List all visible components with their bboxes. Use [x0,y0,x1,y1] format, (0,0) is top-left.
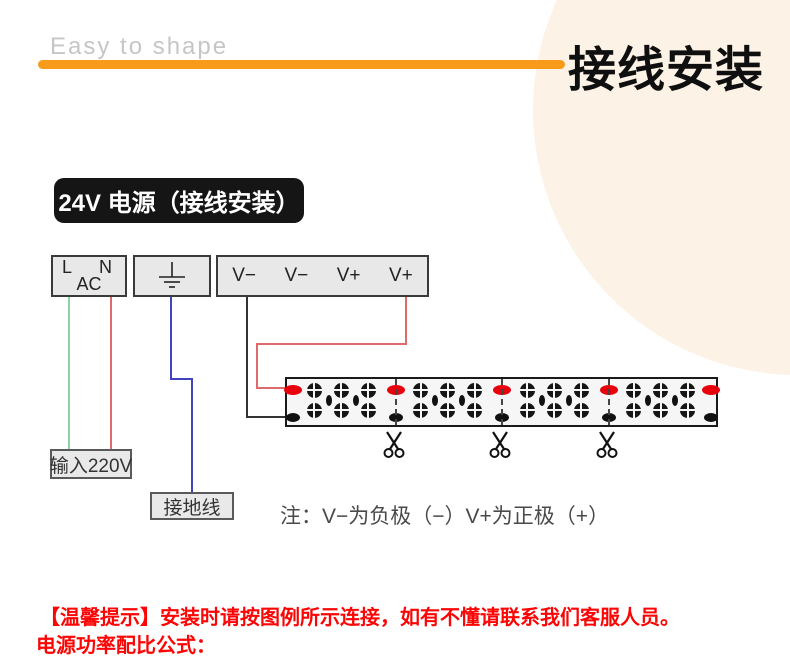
page-title: 接线安装 [568,44,765,97]
led-dot [546,402,562,418]
solder-pad-positive [284,385,302,395]
led-dot [333,402,349,418]
led-dot [413,402,428,418]
led-dot [680,382,695,398]
led-dot [680,402,695,418]
terminal-v-plus-2: V+ [388,265,413,286]
terminal-neutral-label: N [99,257,112,277]
led-strip [284,377,720,427]
solder-pad-positive [702,385,720,395]
led-dot [306,382,322,398]
scissors-icon [489,431,511,458]
led-dot [333,382,349,398]
input-220v-label-box: 输入220V [50,449,132,479]
ac-terminal-box: L N AC [51,255,127,297]
led-dot [467,382,482,398]
strip-component-dot [432,395,438,406]
scissors-icon [596,431,617,458]
terminal-v-minus-2: V− [284,265,309,286]
led-dot [626,382,641,398]
wire-earth [170,297,172,380]
led-dot [306,402,322,418]
solder-pad-negative [286,413,300,422]
cut-line [501,379,503,425]
polarity-note: 注：V−为负极（−）V+为正极（+） [280,505,610,528]
wire-v-plus [256,387,287,389]
section-label-text: 24V 电源（接线安装） [58,190,300,217]
cut-line [394,379,397,425]
strip-component-dot [565,395,572,406]
ground-wire-label-box: 接地线 [150,492,234,520]
strip-component-dot [352,395,359,406]
cut-line [607,379,610,425]
terminal-v-minus-1: V− [232,265,257,286]
scissors-icon [383,431,404,458]
wire-v-plus [405,297,407,344]
wire-v-plus [256,343,258,389]
led-dot [467,402,482,418]
wire-v-minus [246,416,287,418]
wire-live [68,297,70,450]
led-dot [546,382,562,398]
header-tagline: Easy to shape [50,33,229,60]
led-dot [573,382,589,398]
accent-bar [38,60,565,69]
led-dot [440,402,455,418]
earth-ground-icon [159,262,185,288]
led-dot [440,382,455,398]
dc-output-terminal-box: V− V− V+ V+ [216,255,429,297]
led-dot [573,402,589,418]
section-label-24v: 24V 电源（接线安装） [54,178,304,223]
ground-terminal-box [133,255,211,297]
led-dot [413,382,428,398]
wire-v-minus [246,297,248,418]
terminal-live-label: L [62,257,73,277]
led-dot [653,402,668,418]
ground-wire-text: 接地线 [163,497,221,519]
solder-pad-negative [704,413,718,422]
led-dot [360,382,376,398]
power-formula-text: 电源功率配比公式： [36,635,216,657]
strip-component-dot [672,395,678,406]
strip-component-dot [645,395,651,406]
led-dot [653,382,668,398]
led-dot [519,402,535,418]
led-dot [519,382,535,398]
wire-v-plus [256,343,407,345]
terminal-ac-label: AC [76,274,102,294]
strip-component-dot [325,395,332,406]
wire-neutral [110,297,112,450]
input-220v-text: 输入220V [49,455,133,477]
wire-earth [191,378,193,493]
led-dot [360,402,376,418]
strip-component-dot [459,395,465,406]
strip-component-dot [538,395,545,406]
terminal-v-plus-1: V+ [336,265,361,286]
warm-tip-text: 【温馨提示】安装时请按图例所示连接，如有不懂请联系我们客服人员。 [40,607,680,629]
wire-earth [170,378,193,380]
led-dot [626,402,641,418]
